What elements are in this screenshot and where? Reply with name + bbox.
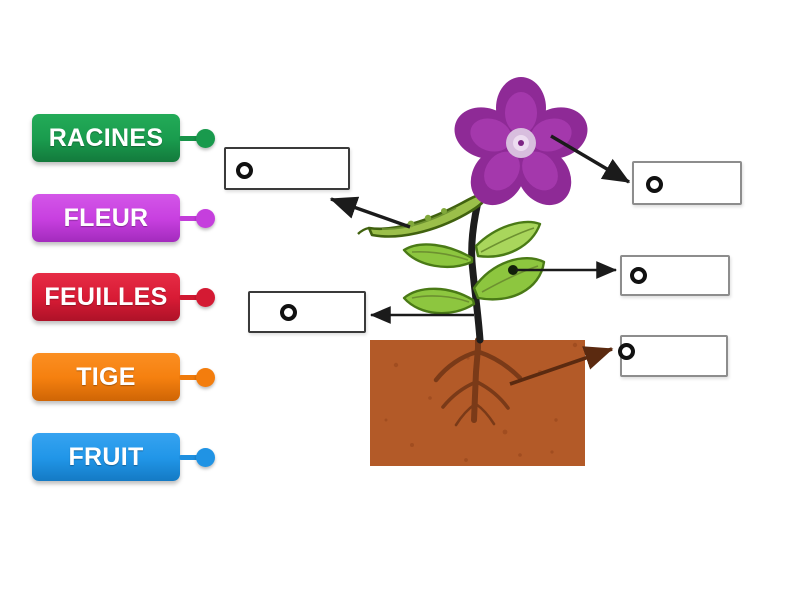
label-connector-stem-feuilles — [179, 295, 201, 300]
fruit-pod — [357, 193, 486, 238]
drop-box-racines[interactable] — [618, 335, 728, 377]
label-text-fleur: FLEUR — [63, 203, 149, 232]
label-group-tige: TIGE — [32, 353, 218, 405]
drop-target-ring — [618, 343, 635, 360]
label-connector-stem-fleur — [179, 216, 201, 221]
leaf-right-upper — [474, 220, 542, 258]
label-group-fleur: FLEUR — [32, 194, 218, 246]
label-connector-stem-tige — [179, 375, 201, 380]
label-chip-tige[interactable]: TIGE — [32, 353, 180, 401]
label-group-feuilles: FEUILLES — [32, 273, 218, 325]
label-text-feuilles: FEUILLES — [44, 282, 168, 311]
label-connector-stem-racines — [179, 136, 201, 141]
leaf-left-lower — [402, 287, 476, 315]
drop-box-fruit[interactable] — [224, 147, 350, 190]
label-chip-racines[interactable]: RACINES — [32, 114, 180, 162]
leaf-marker-dot — [508, 265, 518, 275]
drop-box-fleur[interactable] — [632, 161, 742, 205]
label-connector-knob-tige[interactable] — [196, 368, 215, 387]
drop-target-ring — [280, 304, 297, 321]
label-connector-stem-fruit — [179, 455, 201, 460]
drop-target-ring — [646, 176, 663, 193]
label-group-fruit: FRUIT — [32, 433, 218, 485]
drop-target-ring — [630, 267, 647, 284]
label-text-tige: TIGE — [76, 362, 136, 391]
drop-box-feuilles[interactable] — [620, 255, 730, 296]
leaf-right-lower — [472, 257, 546, 301]
label-chip-fruit[interactable]: FRUIT — [32, 433, 180, 481]
flower-head — [454, 77, 588, 206]
label-chip-fleur[interactable]: FLEUR — [32, 194, 180, 242]
label-connector-knob-fruit[interactable] — [196, 448, 215, 467]
drop-box-tige[interactable] — [248, 291, 366, 333]
label-connector-knob-racines[interactable] — [196, 129, 215, 148]
label-text-fruit: FRUIT — [68, 442, 144, 471]
root-system — [433, 337, 523, 427]
label-chip-feuilles[interactable]: FEUILLES — [32, 273, 180, 321]
label-group-racines: RACINES — [32, 114, 218, 166]
label-connector-knob-fleur[interactable] — [196, 209, 215, 228]
drop-target-ring — [236, 162, 253, 179]
label-connector-knob-feuilles[interactable] — [196, 288, 215, 307]
label-text-racines: RACINES — [48, 123, 164, 152]
leaf-left-upper — [402, 243, 474, 269]
